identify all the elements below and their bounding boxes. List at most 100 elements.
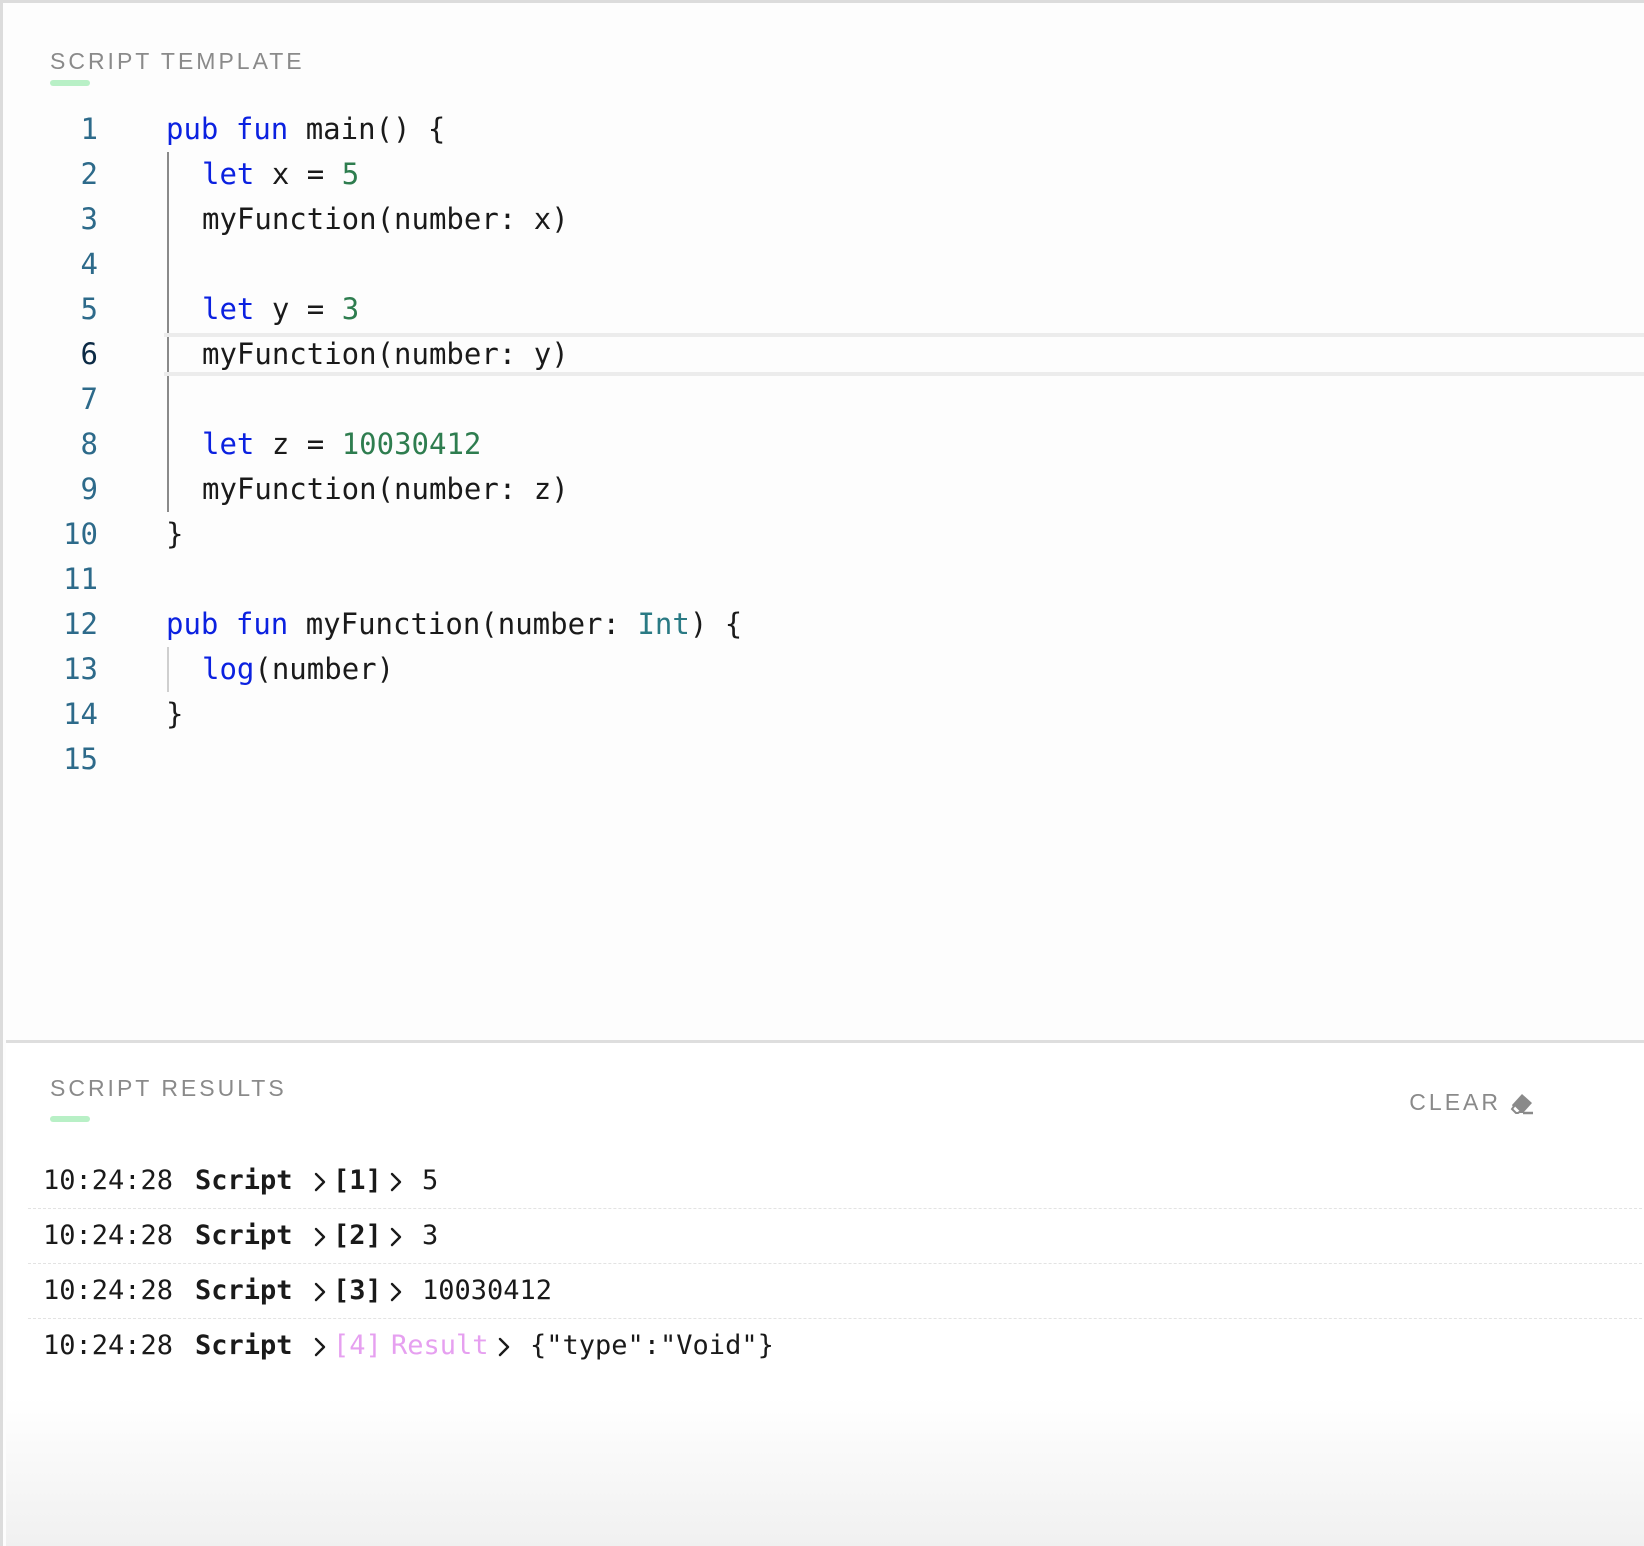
line-code: log(number) <box>202 647 394 692</box>
code-line[interactable]: 13 log(number) <box>6 647 1644 692</box>
chevron-right-icon <box>389 1264 403 1318</box>
code-line[interactable]: 12 pub fun myFunction(number: Int) { <box>6 602 1644 647</box>
line-code: myFunction(number: x) <box>202 197 569 242</box>
code-number: 10030412 <box>341 427 482 461</box>
result-timestamp: 10:24:28 <box>43 1220 174 1251</box>
code-line[interactable]: 10} <box>6 512 1644 557</box>
chevron-right-icon <box>313 1264 327 1318</box>
chevron-right-icon <box>313 1154 327 1208</box>
indent-guide <box>167 152 169 512</box>
result-source: Script <box>195 1275 293 1306</box>
line-number: 13 <box>63 652 98 686</box>
eraser-icon <box>1509 1091 1535 1115</box>
chevron-right-icon <box>389 1154 403 1208</box>
code-keyword: fun <box>235 607 289 641</box>
line-number: 2 <box>80 157 98 191</box>
code-editor[interactable]: 1 pub fun main() { 2 let x = 5 3 myFunction(n… <box>6 107 1644 782</box>
result-index: [1] <box>333 1165 382 1196</box>
line-number: 8 <box>80 427 98 461</box>
result-index: [3] <box>333 1275 382 1306</box>
result-value: {"type":"Void"} <box>530 1330 774 1361</box>
code-line[interactable]: 14} <box>6 692 1644 737</box>
script-results-underline <box>50 1116 90 1122</box>
result-timestamp: 10:24:28 <box>43 1275 174 1306</box>
code-keyword: let <box>202 292 255 326</box>
result-row: 10:24:28 Script [4] Result {"type":"Void"} <box>28 1319 1644 1373</box>
chevron-right-icon <box>497 1319 511 1373</box>
code-keyword: pub <box>166 112 219 146</box>
code-text: } <box>166 697 184 731</box>
result-index: [4] <box>333 1330 382 1361</box>
indent-guide <box>167 647 169 692</box>
line-code: let x = 5 <box>202 152 359 197</box>
result-row: 10:24:28 Script [2] 3 <box>28 1209 1644 1264</box>
code-number: 5 <box>341 157 360 191</box>
result-value: 3 <box>422 1220 439 1251</box>
line-number: 10 <box>63 517 98 551</box>
chevron-right-icon <box>389 1209 403 1263</box>
line-number: 12 <box>63 607 98 641</box>
chevron-right-icon <box>313 1319 327 1373</box>
code-text: myFunction(number: <box>288 607 638 641</box>
line-code: } <box>166 692 183 737</box>
code-lines: 1 pub fun main() { 2 let x = 5 3 myFunction(n… <box>6 107 1644 782</box>
code-text: main() { <box>288 112 446 146</box>
code-line[interactable]: 11 <box>6 557 1644 602</box>
code-line[interactable]: 5 let y = 3 <box>6 287 1644 332</box>
code-line[interactable]: 2 let x = 5 <box>6 152 1644 197</box>
result-source: Script <box>195 1330 293 1361</box>
code-number: 3 <box>341 292 360 326</box>
clear-button-label: CLEAR <box>1409 1089 1501 1115</box>
line-number: 14 <box>63 697 98 731</box>
result-source: Script <box>195 1220 293 1251</box>
line-number: 5 <box>80 292 98 326</box>
code-text: myFunction(number: x) <box>202 202 569 236</box>
result-row: 10:24:28 Script [3] 10030412 <box>28 1264 1644 1319</box>
code-text: ) { <box>689 607 743 641</box>
script-results-title: SCRIPT RESULTS <box>50 1075 287 1101</box>
script-template-title: SCRIPT TEMPLATE <box>50 48 305 74</box>
line-number: 15 <box>63 742 98 776</box>
line-number: 3 <box>80 202 98 236</box>
code-line[interactable]: 4 <box>6 242 1644 287</box>
code-line[interactable]: 3 myFunction(number: x) <box>6 197 1644 242</box>
line-number: 1 <box>80 112 98 146</box>
code-text <box>218 607 235 641</box>
code-text: } <box>166 517 184 551</box>
script-template-section: SCRIPT TEMPLATE 1 pub fun main() { 2 let x … <box>6 6 1644 1040</box>
result-value: 10030412 <box>422 1275 553 1306</box>
code-line[interactable]: 1 pub fun main() { <box>6 107 1644 152</box>
code-text: myFunction(number: z) <box>202 472 569 506</box>
line-number: 7 <box>80 382 98 416</box>
code-line[interactable]: 7 <box>6 377 1644 422</box>
line-number: 4 <box>80 247 98 281</box>
code-line[interactable]: 15 <box>6 737 1644 782</box>
code-text <box>218 112 235 146</box>
code-keyword: pub <box>166 607 219 641</box>
result-index: [2] <box>333 1220 382 1251</box>
code-keyword: fun <box>235 112 289 146</box>
line-code: let y = 3 <box>202 287 359 332</box>
line-code: } <box>166 512 183 557</box>
script-template-underline <box>50 80 90 86</box>
clear-button[interactable]: CLEAR <box>1409 1089 1535 1116</box>
code-text: y = <box>254 292 342 326</box>
line-number: 11 <box>63 562 98 596</box>
section-divider <box>6 1040 1644 1043</box>
code-keyword: let <box>202 157 255 191</box>
line-code: pub fun myFunction(number: Int) { <box>166 602 742 647</box>
result-label: Result <box>391 1330 489 1361</box>
chevron-right-icon <box>313 1209 327 1263</box>
result-value: 5 <box>422 1165 439 1196</box>
line-code: myFunction(number: z) <box>202 467 569 512</box>
code-keyword: log <box>202 652 255 686</box>
code-text: (number) <box>254 652 395 686</box>
result-timestamp: 10:24:28 <box>43 1330 174 1361</box>
code-text: myFunction(number: y) <box>202 337 569 371</box>
